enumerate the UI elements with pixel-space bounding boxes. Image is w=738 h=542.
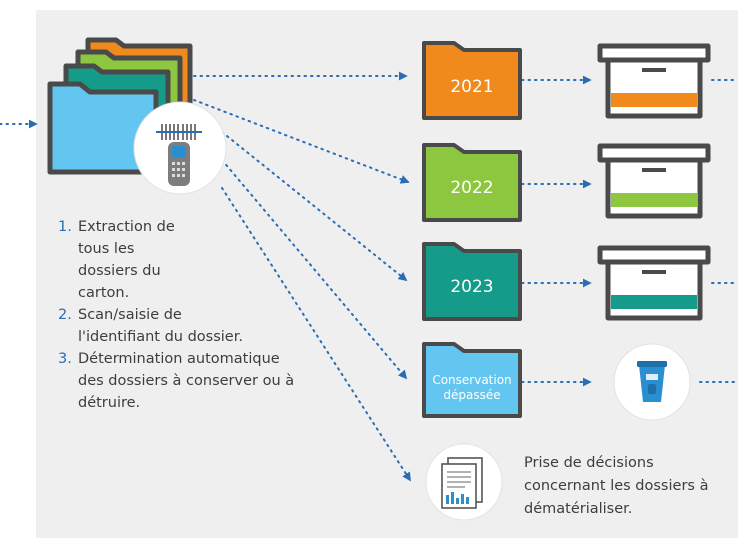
folder-2021: 2021 [422, 41, 522, 120]
connector-lines [0, 71, 738, 482]
folder-2023-label: 2023 [450, 277, 493, 297]
step-text: Détermination automatique des dossiers à… [78, 351, 295, 411]
step-number: 2. [58, 307, 72, 323]
step-item: 3. Détermination automatique des dossier… [58, 348, 318, 414]
folder-2023: 2023 [422, 242, 522, 321]
archive-box-icon [597, 43, 711, 119]
recycle-bin-icon [613, 343, 691, 421]
folder-2022: 2022 [422, 143, 522, 222]
archive-box-icon [597, 245, 711, 321]
decision-text: Prise de décisions concernant les dossie… [524, 455, 709, 517]
step-item: 1. Extraction de tous les dossiers du ca… [58, 216, 318, 304]
step-number: 3. [58, 351, 72, 367]
step-text: Scan/saisie de l'identifiant du dossier. [78, 307, 243, 345]
steps-list: 1. Extraction de tous les dossiers du ca… [58, 216, 318, 414]
archive-box-icon [597, 143, 711, 219]
document-scan-icon [425, 443, 503, 521]
connector-to-expired [221, 159, 408, 380]
step-number: 1. [58, 219, 72, 235]
folder-2021-label: 2021 [450, 77, 493, 97]
folder-2022-label: 2022 [450, 178, 493, 198]
folder-expired-line1: Conservation [432, 373, 511, 387]
folder-expired: Conservation dépassée [422, 342, 522, 418]
connector-to-decision [221, 187, 411, 482]
folder-expired-line2: dépassée [443, 388, 500, 402]
connector-to-2022 [193, 99, 410, 184]
step-text: Extraction de tous les dossiers du carto… [78, 219, 175, 301]
connector-to-2023 [221, 131, 408, 282]
barcode-scanner-icon [133, 101, 227, 195]
step-item: 2. Scan/saisie de l'identifiant du dossi… [58, 304, 318, 348]
